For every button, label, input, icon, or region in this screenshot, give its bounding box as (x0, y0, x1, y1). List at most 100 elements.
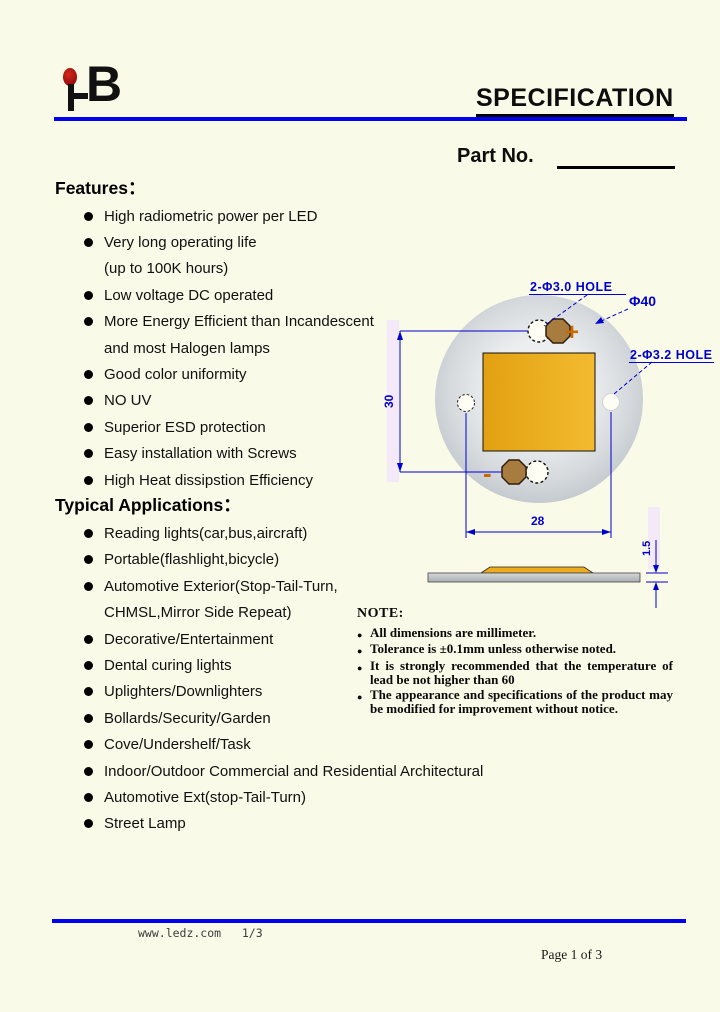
hole-3-0-callout: 2-Φ3.0 HOLE (530, 280, 612, 294)
note-block: NOTE: ● All dimensions are millimeter. ● To… (357, 606, 707, 716)
side-view-chip (479, 566, 595, 574)
application-item: Reading lights(car,bus,aircraft) (55, 520, 495, 546)
bullet-icon (84, 792, 93, 802)
note-item-label: The appearance and specifications of the… (370, 686, 673, 717)
logo-crossbar (74, 93, 88, 99)
application-item: Cove/Undershelf/Task (55, 731, 495, 757)
bullet-icon (84, 819, 93, 829)
solder-pad-plus (545, 318, 571, 344)
application-item-label: Street Lamp (104, 815, 186, 833)
feature-item-label: Very long operating life (104, 234, 257, 252)
applications-list: Reading lights(car,bus,aircraft) Portable… (55, 520, 495, 837)
bullet-icon: ● (357, 646, 363, 657)
bullet-icon (84, 449, 93, 459)
arrowhead-icon (466, 529, 475, 535)
application-item-label: Automotive Exterior(Stop-Tail-Turn, (104, 577, 338, 595)
feature-item: More Energy Efficient than Incandescent (55, 309, 495, 335)
feature-item-label: More Energy Efficient than Incandescent (104, 313, 374, 331)
logo-stem (68, 84, 74, 111)
page-number: Page 1 of 3 (541, 947, 603, 962)
application-item: CHMSL,Mirror Side Repeat) (55, 599, 495, 625)
bullet-icon (84, 422, 93, 432)
led-emitting-area (482, 352, 596, 452)
bullet-icon (84, 317, 93, 327)
bullet-icon (84, 396, 93, 406)
header-rule (54, 117, 687, 121)
application-item: Decorative/Entertainment (55, 626, 495, 652)
page-title: SPECIFICATION (476, 84, 674, 118)
application-item-label: Portable(flashlight,bicycle) (104, 551, 280, 569)
feature-item: High Heat dissipstion Efficiency (55, 467, 495, 493)
dimension-thickness (646, 540, 668, 608)
feature-item-label: and most Halogen lamps (104, 339, 270, 357)
feature-item: and most Halogen lamps (55, 335, 495, 361)
note-item: ● All dimensions are millimeter. (357, 625, 707, 642)
application-item-label: Indoor/Outdoor Commercial and Residentia… (104, 762, 484, 780)
application-item: Dental curing lights (55, 652, 495, 678)
application-item: Street Lamp (55, 811, 495, 837)
application-item-label: Bollards/Security/Garden (104, 709, 271, 727)
note-item: ●The appearance and specifications of th… (357, 686, 707, 717)
note-heading: NOTE: (357, 606, 404, 621)
bullet-icon (84, 555, 93, 565)
side-view-baseplate (427, 572, 641, 583)
applications-heading: Typical Applications： (55, 495, 241, 516)
footer-rule (52, 919, 686, 923)
feature-item: High radiometric power per LED (55, 203, 495, 229)
arrowhead-icon (397, 331, 403, 340)
note-item: ● Tolerance is ±0.1mm unless otherwise no… (357, 642, 707, 658)
led-module-drawing: 30 + - 28 (380, 272, 716, 618)
extension-band-left (387, 320, 399, 482)
solder-pad-minus (501, 459, 527, 485)
feature-item: Easy installation with Screws (55, 441, 495, 467)
application-item: Automotive Ext(stop-Tail-Turn) (55, 784, 495, 810)
bullet-icon (84, 581, 93, 591)
note-item-label: Tolerance is ±0.1mm unless otherwise not… (370, 641, 617, 657)
hole-3-2-left (457, 394, 475, 412)
bullet-icon (84, 713, 93, 723)
bullet-icon (84, 475, 93, 485)
feature-item: (up to 100K hours) (55, 256, 495, 282)
feature-item-label: Superior ESD protection (104, 418, 266, 436)
application-item: Bollards/Security/Garden (55, 705, 495, 731)
dim-thickness-label: 1.5 (641, 541, 653, 556)
application-item: Indoor/Outdoor Commercial and Residentia… (55, 758, 495, 784)
diameter-40-callout: Φ40 (629, 293, 656, 309)
bullet-icon (84, 238, 93, 248)
feature-item: Low voltage DC operated (55, 282, 495, 308)
arrowhead-icon (602, 529, 611, 535)
dimension-28 (465, 412, 612, 538)
arrowhead-icon (397, 463, 403, 472)
bullet-icon (84, 370, 93, 380)
logo-letter: B (86, 56, 123, 112)
features-list: High radiometric power per LED Very long … (55, 203, 495, 493)
dim-30-label: 30 (382, 394, 396, 408)
bullet-icon (84, 687, 93, 697)
feature-item-label: Low voltage DC operated (104, 286, 274, 304)
application-item-label: Dental curing lights (104, 656, 232, 674)
hole-3-2-callout: 2-Φ3.2 HOLE (630, 348, 712, 362)
application-item-label: CHMSL,Mirror Side Repeat) (104, 604, 292, 622)
polarity-minus-mark: - (483, 458, 492, 488)
bullet-icon: ● (357, 630, 363, 640)
dim-28-label: 28 (531, 514, 545, 528)
bullet-icon (84, 211, 93, 221)
arrowhead-icon (653, 582, 659, 590)
hole-3-0-bottom (525, 460, 549, 484)
part-no-blank-line (557, 166, 675, 169)
application-item-label: Decorative/Entertainment (104, 630, 274, 648)
content-column: Features： High radiometric power per LED… (55, 176, 495, 837)
note-item-label: All dimensions are millimeter. (370, 625, 537, 640)
bullet-icon (84, 740, 93, 750)
hole-3-2-right (602, 393, 620, 411)
bullet-icon (84, 660, 93, 670)
logo-red-dot-icon (63, 68, 77, 86)
bullet-icon (84, 634, 93, 644)
bullet-icon: ● (357, 662, 363, 673)
bullet-icon (84, 290, 93, 300)
application-item: Uplighters/Downlighters (55, 679, 495, 705)
feature-item: Very long operating life (55, 229, 495, 255)
feature-item-label: Easy installation with Screws (104, 445, 297, 463)
feature-item-label: High radiometric power per LED (104, 207, 318, 225)
